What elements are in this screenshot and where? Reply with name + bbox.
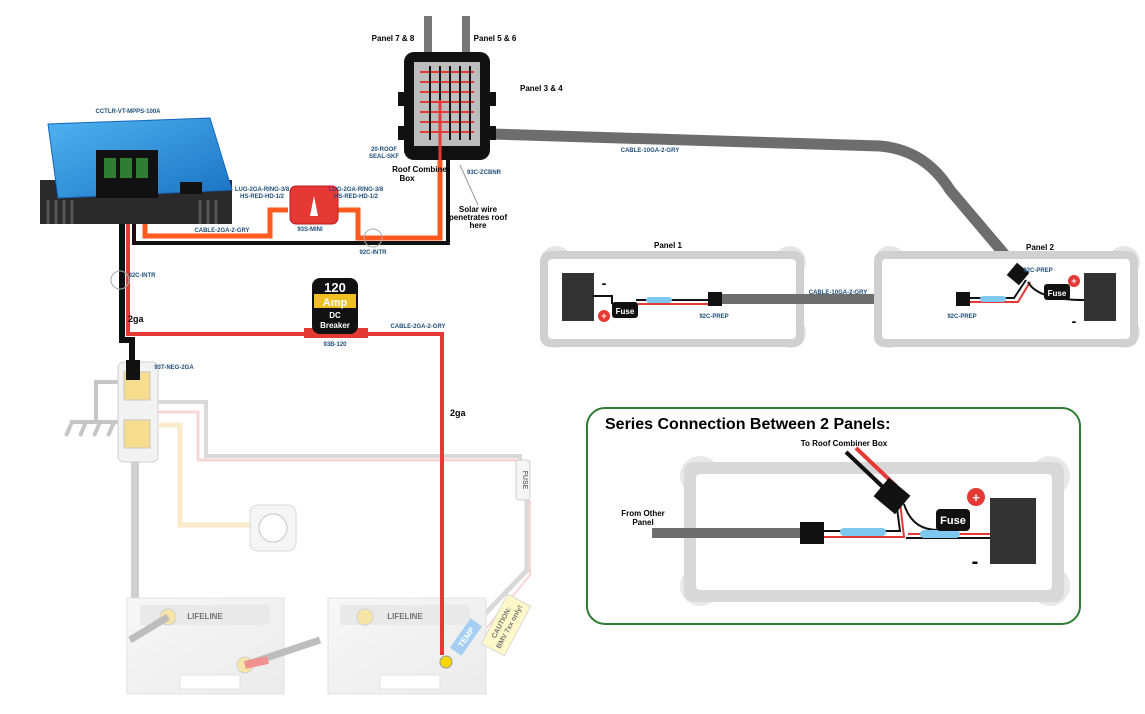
label-solar-line3: here	[470, 221, 487, 230]
label-prep-panel1: 92C-PREP	[699, 314, 728, 320]
panel2-minus: -	[1072, 313, 1077, 329]
inset-minus: -	[972, 551, 979, 573]
breaker-amp-word: Amp	[323, 297, 348, 309]
label-gray-cable-10ga-b: CABLE-10GA-2-GRY	[809, 290, 867, 296]
breaker-word: Breaker	[320, 321, 350, 330]
panel2-plus: +	[1071, 276, 1076, 286]
panel1-minus: -	[602, 275, 607, 291]
amp-breaker: 120 Amp DC Breaker	[304, 278, 368, 338]
caution-tag: CAUTION: BMV 7xx only!	[480, 593, 532, 657]
fuse-holder-vertical: FUSE	[515, 459, 531, 501]
label-cable-2ga-breaker: CABLE-2GA-2-GRY	[390, 324, 445, 330]
label-lug-right-line2: HS-RED-HD-1/2	[334, 194, 379, 200]
solar-penetrate-pointer	[459, 164, 479, 206]
gray-cable-combiner-to-panel2	[486, 128, 1028, 281]
label-intr-2: 92C-INTR	[128, 273, 156, 279]
label-lug-left-line2: HS-RED-HD-1/2	[240, 194, 285, 200]
label-intr-1: 92C-INTR	[359, 250, 387, 256]
label-prep-panel2-b: 92C-PREP	[947, 314, 976, 320]
panel-1: Fuse + -	[540, 246, 806, 348]
label-combiner-line1: Roof Combiner	[392, 165, 450, 174]
label-gray-cable-10ga: CABLE-10GA-2-GRY	[621, 148, 679, 154]
label-mini-breaker: 93S-MINI	[297, 227, 323, 233]
label-controller-part: CCTLR-VT-MPPS-100A	[95, 109, 161, 115]
controller-positive-wire	[126, 196, 305, 336]
label-neg-part: 93T-NEG-2GA	[154, 365, 194, 371]
battery-positive-terminal	[439, 655, 453, 669]
battery-1-brand: LIFELINE	[187, 612, 223, 621]
roof-combiner-box	[398, 16, 496, 160]
panel2-fuse-label: Fuse	[1048, 289, 1067, 298]
charge-controller	[40, 117, 233, 224]
label-prep-panel2-a: 92C-PREP	[1023, 268, 1052, 274]
label-panel-7-8: Panel 7 & 8	[372, 34, 415, 43]
panel-2: Fuse + -	[874, 246, 1140, 348]
breaker-dc: DC	[329, 311, 341, 320]
inset-from-other-line2: Panel	[632, 518, 653, 527]
label-cable-2ga-top: CABLE-2GA-2-GRY	[194, 228, 249, 234]
breaker-amp-number: 120	[324, 280, 346, 295]
label-combiner-line2: Box	[399, 174, 415, 183]
inset-plus: +	[972, 490, 980, 505]
breaker-to-battery-wire	[368, 332, 444, 655]
label-panel-1: Panel 1	[654, 241, 683, 250]
battery-2-brand: LIFELINE	[387, 612, 423, 621]
interrupt-marker-2	[110, 270, 130, 290]
inset-from-other-line1: From Other	[621, 509, 665, 518]
neg-lug	[126, 360, 140, 380]
fuse-vertical-label: FUSE	[521, 471, 528, 490]
label-lug-right-line1: LUG-2GA-RING-3/8	[329, 187, 384, 193]
faded-battery-bank: FUSE LIFELINE LIFELINE TEMP C	[64, 361, 532, 695]
mini-breaker	[289, 185, 339, 225]
interrupt-marker-1	[363, 228, 383, 248]
battery-1: LIFELINE	[126, 597, 285, 695]
panel1-plus: +	[601, 311, 606, 321]
label-solar-line2: penetrates roof	[449, 213, 508, 222]
label-combiner-part: 93C-ZCBNR	[467, 170, 502, 176]
label-solar-line1: Solar wire	[459, 205, 498, 214]
label-breaker-part: 93B-120	[323, 342, 347, 348]
label-roof-seal-line2: SEAL-SKF	[369, 154, 399, 160]
label-2ga-left: 2ga	[128, 314, 145, 324]
inset-title: Series Connection Between 2 Panels:	[605, 416, 890, 433]
series-connection-inset: Series Connection Between 2 Panels: To R…	[586, 407, 1081, 625]
panel1-fuse-label: Fuse	[616, 307, 635, 316]
label-panel-3-4: Panel 3 & 4	[520, 84, 563, 93]
label-panel-5-6: Panel 5 & 6	[474, 34, 517, 43]
label-2ga-right: 2ga	[450, 408, 467, 418]
label-panel-2: Panel 2	[1026, 243, 1055, 252]
ground-symbol	[64, 380, 122, 437]
inset-to-combiner: To Roof Combiner Box	[801, 439, 888, 448]
inset-fuse-label: Fuse	[940, 515, 966, 527]
label-roof-seal-line1: 20-ROOF	[371, 147, 397, 153]
label-lug-left-line1: LUG-2GA-RING-3/8	[235, 187, 290, 193]
controller-negative-wire	[119, 196, 135, 375]
orange-pv-wire	[338, 158, 443, 241]
